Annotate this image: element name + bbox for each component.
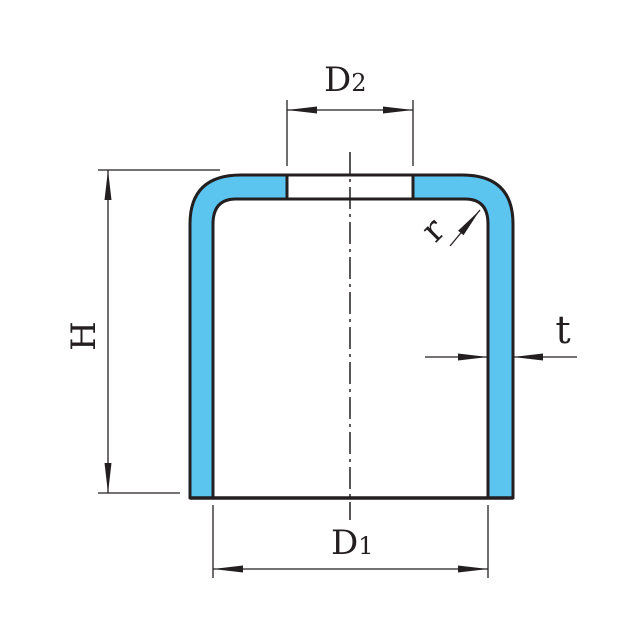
h-label: H bbox=[64, 321, 104, 351]
r-leader-line bbox=[449, 209, 481, 247]
d1-label: D1 bbox=[331, 523, 374, 563]
cap-wall-left bbox=[188, 173, 289, 500]
d2-label-main: D bbox=[324, 60, 351, 100]
d1-label-sub: 1 bbox=[358, 532, 373, 560]
d2-label-sub: 2 bbox=[351, 69, 366, 97]
r-label: r bbox=[413, 210, 453, 250]
t-label: t bbox=[555, 308, 570, 352]
d1-label-main: D bbox=[331, 523, 358, 563]
d2-label: D2 bbox=[324, 60, 367, 100]
